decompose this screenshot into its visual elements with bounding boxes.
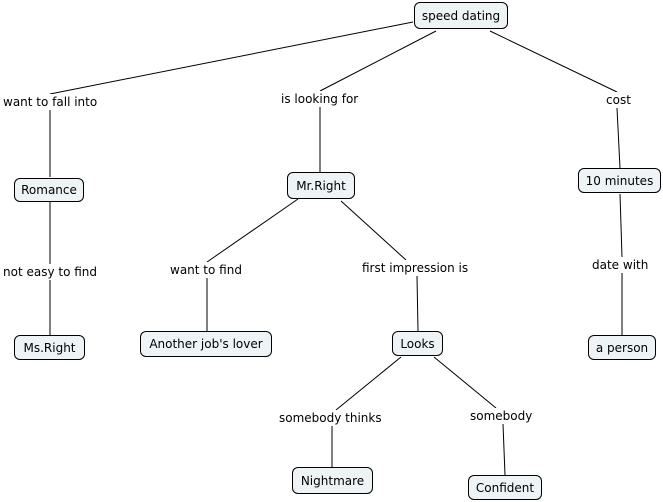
connector-line xyxy=(340,200,407,261)
connector-line xyxy=(206,198,299,263)
node-romance[interactable]: Romance xyxy=(14,178,84,202)
node-10-minutes[interactable]: 10 minutes xyxy=(578,168,661,193)
link-label-is-looking-for: is looking for xyxy=(280,91,360,107)
node-looks[interactable]: Looks xyxy=(392,331,443,356)
node-a-person[interactable]: a person xyxy=(588,335,656,360)
link-label-somebody: somebody xyxy=(469,408,534,424)
node-nightmare[interactable]: Nightmare xyxy=(292,467,373,494)
link-label-cost: cost xyxy=(605,92,632,108)
link-label-want-to-fall-into: want to fall into xyxy=(2,94,99,110)
link-label-want-to-find: want to find xyxy=(169,262,243,278)
connector-line xyxy=(335,356,402,411)
connector-line xyxy=(619,193,623,258)
link-label-not-easy-to-find: not easy to find xyxy=(2,264,99,280)
node-another-jobs-lover[interactable]: Another job's lover xyxy=(140,331,272,357)
node-ms-right[interactable]: Ms.Right xyxy=(14,335,85,360)
connector-line xyxy=(489,30,618,93)
node-mr-right[interactable]: Mr.Right xyxy=(287,172,355,199)
connector-line xyxy=(319,30,437,92)
node-confident[interactable]: Confident xyxy=(468,475,542,500)
connector-line xyxy=(502,423,506,476)
link-label-date-with: date with xyxy=(591,257,650,273)
node-speed-dating[interactable]: speed dating xyxy=(414,2,508,29)
connector-line xyxy=(49,21,414,95)
link-label-somebody-thinks: somebody thinks xyxy=(278,410,383,426)
connector-line xyxy=(433,356,497,409)
link-label-first-impression-is: first impression is xyxy=(361,260,470,276)
connector-line xyxy=(416,275,419,332)
connector-line xyxy=(616,107,621,169)
